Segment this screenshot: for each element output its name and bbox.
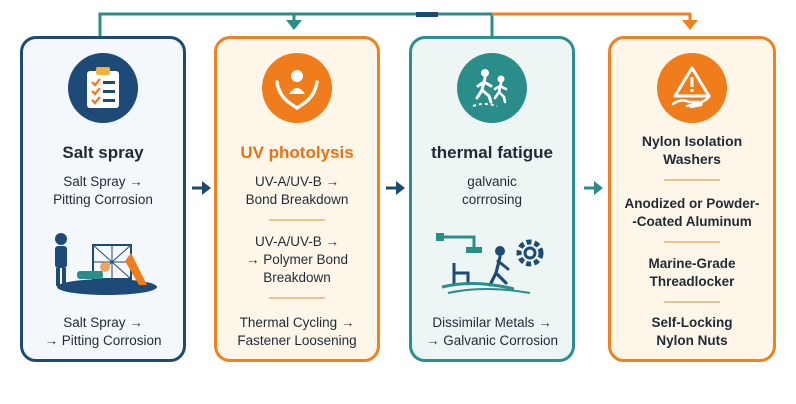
warning-hand-icon xyxy=(657,53,727,123)
mitigation-item: -Coated Aluminum xyxy=(632,214,752,229)
mitigation-item: Nylon Isolation xyxy=(641,133,743,149)
connector-orange xyxy=(492,12,692,22)
card-text: UV-A/UV-B → xyxy=(254,174,340,189)
card-text: UV-A/UV-B → xyxy=(254,234,340,249)
card-thermal-fatigue: thermal fatigue galvanic corrrosing Diss… xyxy=(409,36,575,362)
card-text: Salt Spray → xyxy=(63,315,143,330)
separator xyxy=(664,179,720,181)
separator xyxy=(664,301,720,303)
separator xyxy=(269,297,325,299)
card-text: Bond Breakdown xyxy=(245,192,349,207)
card-text: corrrosing xyxy=(461,192,523,207)
card-title: thermal fatigue xyxy=(431,143,553,162)
card-text: Thermal Cycling → xyxy=(239,315,355,330)
card-salt-spray: Salt spray Salt Spray → Pitting Corrosio… xyxy=(20,36,186,362)
mitigation-item: Marine-Grade xyxy=(648,256,736,271)
card-text: → Pitting Corrosion xyxy=(44,333,162,348)
arrow-right-icon xyxy=(192,181,211,195)
mitigation-item: Self-Locking xyxy=(651,315,733,330)
card-text: Dissimilar Metals → xyxy=(432,315,552,330)
card-text: Salt Spray → xyxy=(63,174,143,189)
hands-person-icon xyxy=(262,53,332,123)
card-text: Fastener Loosening xyxy=(237,333,357,348)
arrow-right-icon xyxy=(584,181,603,195)
mitigation-item: Washers xyxy=(663,151,721,167)
mitigation-item: Nylon Nuts xyxy=(656,333,728,348)
separator xyxy=(664,241,720,243)
playground-worker-illustration xyxy=(55,233,157,295)
machinery-gear-illustration xyxy=(436,233,544,294)
card-text: Pitting Corrosion xyxy=(53,192,153,207)
separator xyxy=(269,219,325,221)
clipboard-checklist-icon xyxy=(68,53,138,123)
card-mitigations: Nylon Isolation Washers Anodized or Powd… xyxy=(608,36,776,362)
card-title: Salt spray xyxy=(62,143,144,162)
card-uv-photolysis: UV photolysis UV-A/UV-B → Bond Breakdown… xyxy=(214,36,380,362)
connector-teal xyxy=(98,12,494,36)
walking-people-icon xyxy=(457,53,527,123)
card-text: galvanic xyxy=(467,174,517,189)
mitigation-item: Anodized or Powder- xyxy=(624,196,760,211)
mitigation-item: Threadlocker xyxy=(649,274,735,289)
card-text: → Galvanic Corrosion xyxy=(425,333,559,348)
card-text: → Polymer Bond xyxy=(245,252,349,267)
arrow-right-icon xyxy=(386,181,405,195)
card-title: UV photolysis xyxy=(240,143,354,162)
card-text: Breakdown xyxy=(263,270,331,285)
